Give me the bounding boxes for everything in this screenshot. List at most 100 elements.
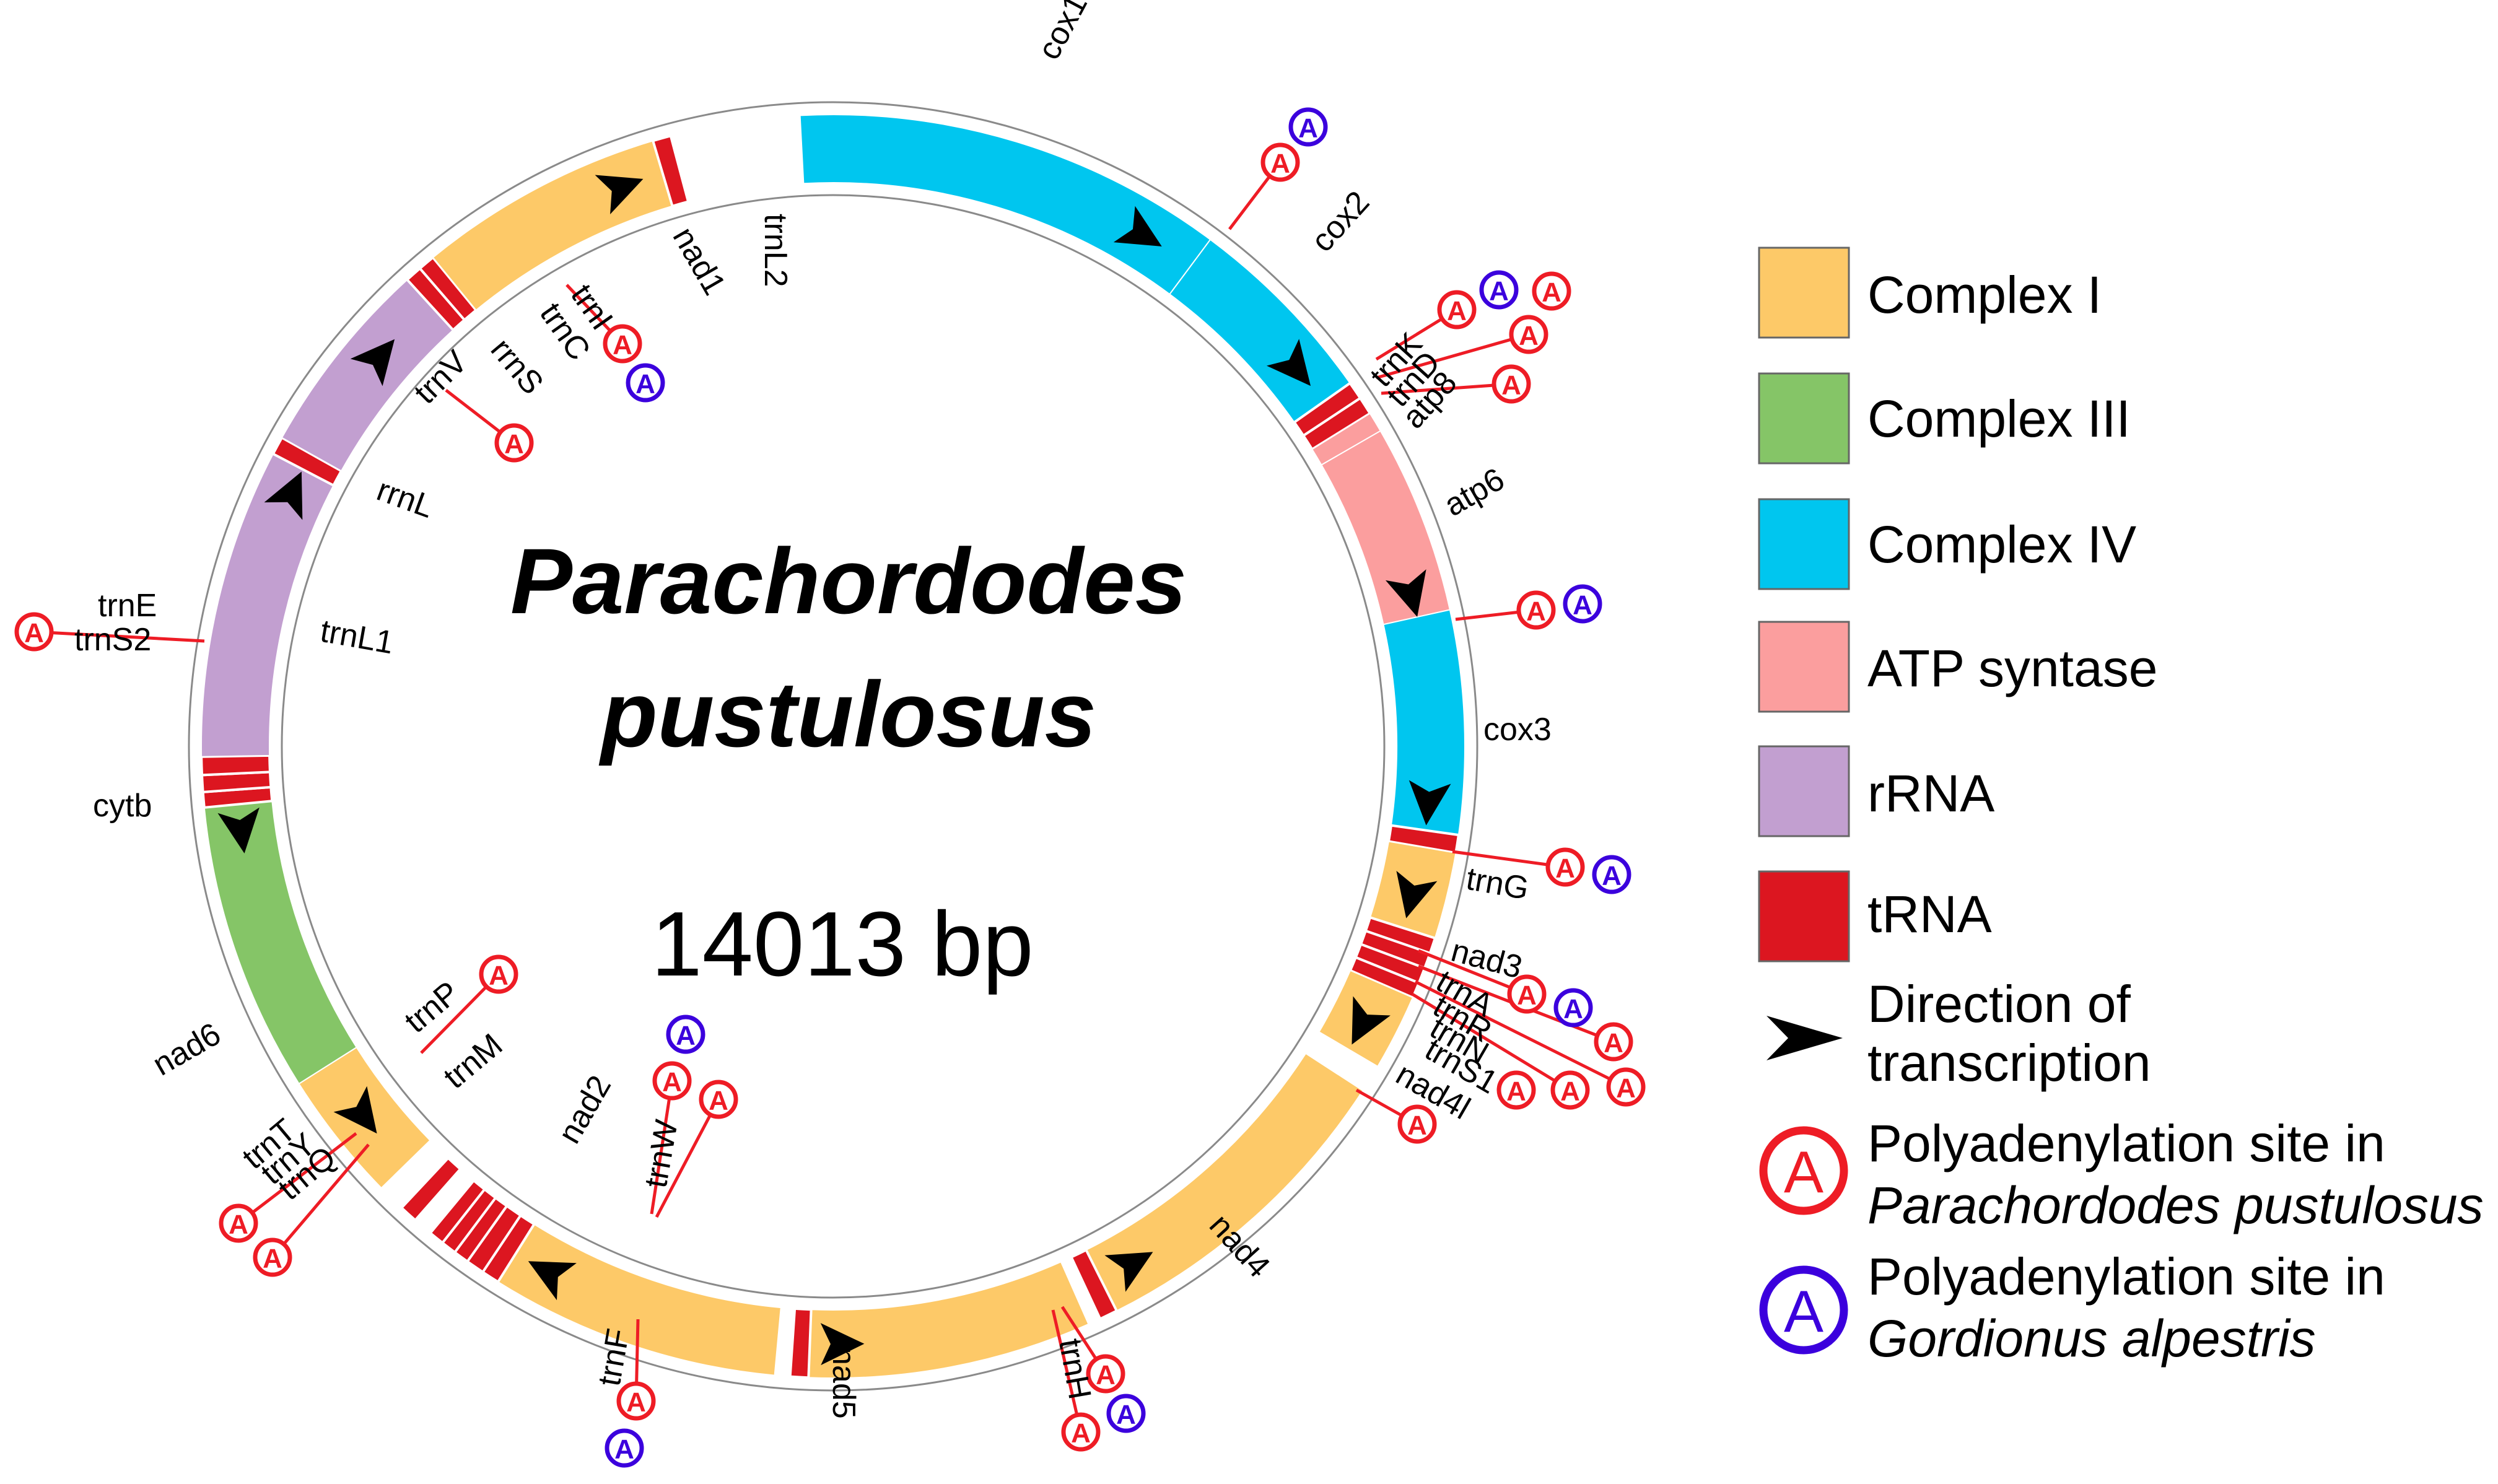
- polya-red-trnS2-letter: A: [24, 618, 44, 648]
- legend-label-complex-iii: Complex III: [1867, 390, 2131, 448]
- gene-segment-trnH: [1069, 1248, 1119, 1321]
- direction-arrow-nad3: [1396, 871, 1438, 919]
- stalk-atp8: [1381, 382, 1512, 395]
- legend-label-rrna: rRNA: [1867, 764, 1994, 823]
- stalk-trnN: [1414, 980, 1627, 1089]
- stalk-trnW: [650, 1080, 674, 1215]
- legend-label-complex-iv: Complex IV: [1867, 515, 2136, 574]
- gene-segment-trnL1: [200, 754, 272, 777]
- polya-red-trnT-letter: A: [229, 1210, 248, 1240]
- species-name-line2: pustulosus: [598, 662, 1096, 766]
- gene-label-rrnL: rrnL: [372, 472, 439, 525]
- polya-red-trnH-2-circle: [1061, 1412, 1101, 1452]
- polya-blue-trnH: A: [1106, 1394, 1146, 1433]
- direction-arrow-icon: [1767, 1016, 1843, 1060]
- gene-label-trnL1: trnL1: [318, 613, 396, 661]
- legend-label-polya-gordionus-line2: Gordionus alpestris: [1867, 1309, 2316, 1368]
- polya-red-trnC-circle: [603, 324, 642, 364]
- polya-red-trnN-letter: A: [1616, 1073, 1636, 1104]
- genome-size: 14013 bp: [651, 893, 1033, 995]
- polya-red-icon: [1759, 1126, 1848, 1215]
- polya-red-trnP-letter: A: [489, 961, 509, 991]
- polya-red-trnS1-1-circle: [1550, 1070, 1590, 1110]
- polya-red-trnH-2: A: [1061, 1412, 1101, 1452]
- polya-red-trnH-2-letter: A: [1071, 1418, 1091, 1449]
- polya-red-trnV-circle: [494, 423, 534, 463]
- species-name-line1: Parachordodes: [510, 529, 1187, 633]
- gene-label-nad5: nad5: [826, 1347, 862, 1419]
- polya-red-nad4l: A: [1397, 1104, 1437, 1144]
- gene-segment-trnF: [788, 1307, 813, 1379]
- gene-segment-rrnL: [201, 453, 334, 757]
- polya-red-trnQ-circle: [253, 1237, 292, 1277]
- stalk-trnD: [1376, 333, 1529, 380]
- gene-label-cox1: cox1: [1031, 0, 1094, 66]
- legend-label-polya-gordionus-line1: Polyadenylation site in: [1867, 1247, 2385, 1306]
- legend-label-trna: tRNA: [1867, 885, 1992, 943]
- gene-segment-trnL2: [651, 134, 690, 208]
- gene-label-trnH: trnH: [1052, 1336, 1098, 1402]
- polya-red-trnW-1-circle: [652, 1061, 692, 1101]
- outer-ring: [188, 101, 1478, 1392]
- direction-arrow-cox2: [1266, 339, 1311, 386]
- legend-item-rrna: rRNA: [1758, 745, 1994, 837]
- polya-red-trnA-letter: A: [1517, 980, 1537, 1011]
- gene-segment-cytb: [203, 800, 358, 1085]
- gene-segment-trnP: [400, 1156, 462, 1222]
- polya-red-trnS1-2: A: [1496, 1070, 1536, 1110]
- polya-red-cox2-circle: [1260, 142, 1300, 182]
- legend-swatch-complex-iv: [1758, 498, 1850, 590]
- polya-blue-atp6: A: [1563, 584, 1602, 624]
- gene-label-nad2: nad2: [551, 1070, 618, 1150]
- legend-label-direction-line1: Direction of: [1867, 975, 2131, 1033]
- direction-arrow-rrnS: [350, 339, 395, 386]
- polya-red-trnS2: A: [14, 612, 54, 652]
- polya-red-icon-letter: A: [1784, 1140, 1823, 1206]
- stalk-trnT: [237, 1132, 357, 1224]
- polya-red-trnG-circle: [1545, 847, 1585, 887]
- polya-blue-trnF-letter: A: [614, 1434, 634, 1465]
- legend-label-polya-parachordodes-line1: Polyadenylation site in: [1867, 1114, 2385, 1172]
- polya-red-trnN-circle: [1606, 1067, 1646, 1107]
- polya-blue-trnA-letter: A: [1563, 994, 1583, 1024]
- direction-arrow-atp6: [1385, 569, 1426, 617]
- polya-red-trnK: A: [1437, 290, 1477, 330]
- polya-red-nad4l-letter: A: [1407, 1111, 1427, 1141]
- polya-red-trnG: A: [1545, 847, 1585, 887]
- polya-blue-trnH-circle: [1106, 1394, 1146, 1433]
- gene-label-trnL2: trnL2: [758, 214, 793, 287]
- polya-blue-cox2: A: [1288, 107, 1328, 147]
- direction-arrow-nad6: [333, 1086, 377, 1134]
- polya-blue-cox2-circle: [1288, 107, 1328, 147]
- polya-red-trnP-circle: [479, 954, 518, 994]
- gene-label-cox3: cox3: [1483, 712, 1552, 748]
- polya-blue-trnG-circle: [1592, 855, 1631, 894]
- polya-red-atp8-circle: [1491, 364, 1531, 404]
- polya-red-trnW-2-circle: [699, 1080, 738, 1119]
- direction-arrow-cytb: [217, 807, 260, 853]
- legend-item-direction: Direction of transcription: [1767, 975, 2151, 1092]
- gene-label-rrnS: rrnS: [484, 331, 551, 401]
- polya-red-nad4l-circle: [1397, 1104, 1437, 1144]
- polya-red-atp8: A: [1491, 364, 1531, 404]
- legend-swatch-atp-synthase: [1758, 621, 1850, 713]
- polya-red-atp6-circle: [1516, 590, 1556, 630]
- direction-arrow-nad4: [1104, 1252, 1153, 1292]
- direction-arrow-rrnL: [264, 471, 303, 520]
- polya-red-atp6-letter: A: [1526, 596, 1546, 627]
- legend-label-direction-line2: transcription: [1867, 1034, 2151, 1092]
- gene-label-trnP: trnP: [398, 974, 466, 1040]
- polya-blue-trnC: A: [626, 363, 665, 403]
- polya-blue-trnG: A: [1592, 855, 1631, 894]
- stalk-trnH-2: [1051, 1309, 1083, 1433]
- polya-red-trnD-2-letter: A: [1519, 321, 1539, 351]
- direction-arrow-nad2: [528, 1261, 577, 1301]
- polya-blue-trnK: A: [1479, 270, 1519, 310]
- gene-label-atp6: atp6: [1438, 461, 1511, 524]
- polya-red-trnK-circle: [1437, 290, 1477, 330]
- gene-label-cytb: cytb: [93, 788, 152, 824]
- direction-arrow-nad5: [820, 1323, 865, 1366]
- polya-red-trnD-1: A: [1532, 271, 1571, 311]
- polya-red-trnN: A: [1606, 1067, 1646, 1107]
- legend-item-polya-parachordodes: A Polyadenylation site in Parachordodes …: [1759, 1114, 2484, 1234]
